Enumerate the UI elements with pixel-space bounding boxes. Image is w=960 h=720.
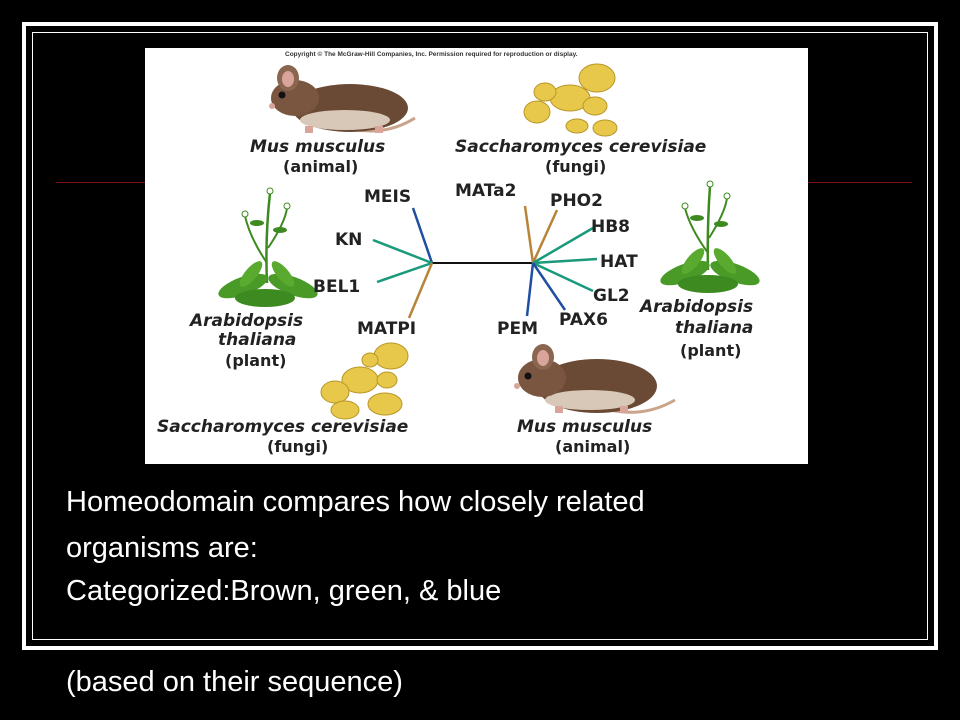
accent-line-right [808,182,912,183]
branch-meis [411,207,434,264]
mouse-top-name: Mus musculus [250,137,385,157]
gene-label-gl2: GL2 [593,286,630,306]
plant-left-kingdom: (plant) [225,351,286,370]
plant-right-kingdom: (plant) [680,341,741,360]
gene-label-meis: MEIS [364,187,411,207]
yeast-top-name: Saccharomyces cerevisiae [455,137,706,157]
mouse-top-kingdom: (animal) [283,157,358,176]
plant-right-name-1: Arabidopsis [638,297,753,317]
slide-outer-frame [22,22,938,650]
yeast-bottom-image [320,342,409,420]
caption-line-3: Categorized:Brown, green, & blue [66,575,502,607]
gene-label-hb8: HB8 [591,217,630,237]
yeast-bottom-kingdom: (fungi) [267,437,328,456]
gene-label-hat: HAT [600,252,638,272]
homeodomain-figure: Copyright © The McGraw-Hill Companies, I… [145,48,808,464]
slide-inner-frame [32,32,928,640]
mouse-bottom-name: Mus musculus [517,417,652,437]
yeast-top-image [523,63,618,137]
caption-line-4: (based on their sequence) [66,666,403,698]
gene-label-pho2: PHO2 [550,191,603,211]
plant-left-name-1: Arabidopsis [188,311,303,331]
mouse-top-image [269,65,416,133]
branch-pax6 [531,262,567,311]
gene-label-matpi: MATPI [357,319,416,339]
branch-matpi [407,262,434,319]
phylogeny-diagram: Copyright © The McGraw-Hill Companies, I… [157,50,760,456]
gene-label-kn: KN [335,230,362,250]
branch-kn [372,238,433,265]
branch-gl2 [532,261,594,293]
caption-line-1: Homeodomain compares how closely related [66,486,645,518]
mouse-bottom-image [514,344,676,414]
plant-left-image [218,187,318,307]
branch-hat [532,257,598,265]
caption-line-2: organisms are: [66,532,258,564]
plant-right-name-2: thaliana [675,318,753,338]
mouse-bottom-kingdom: (animal) [555,437,630,456]
gene-label-pem: PEM [497,319,538,339]
gene-label-bel1: BEL1 [313,277,360,297]
copyright-notice: Copyright © The McGraw-Hill Companies, I… [285,50,578,58]
yeast-bottom-name: Saccharomyces cerevisiae [157,417,408,437]
plant-right-image [660,180,760,293]
branch-pem [525,262,535,317]
branch-hb8 [532,226,594,265]
plant-left-name-2: thaliana [218,330,296,350]
gene-label-pax6: PAX6 [559,310,608,330]
branch-mata2 [523,205,535,264]
branch-pho2 [531,209,559,264]
accent-line-left [56,182,146,183]
branch-bel1 [376,261,433,284]
yeast-top-kingdom: (fungi) [545,157,606,176]
gene-label-mata2: MATa2 [455,181,516,201]
